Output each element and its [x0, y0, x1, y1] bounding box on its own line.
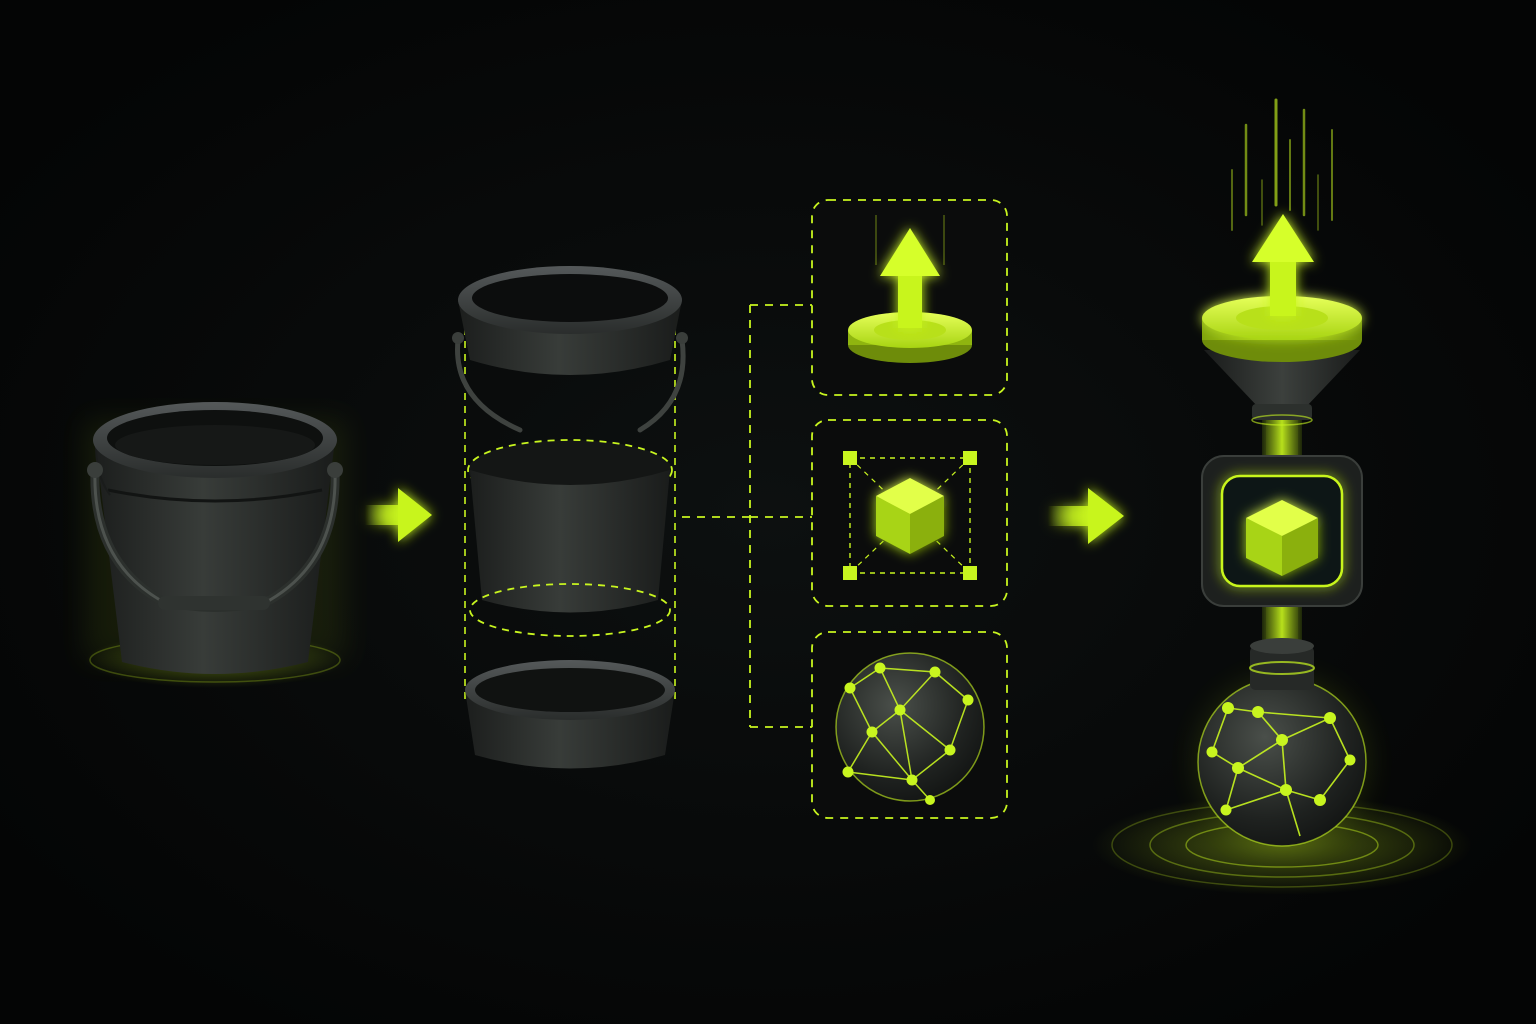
- bucket-base-part: [465, 660, 675, 769]
- pipeline-funnel-part: [1204, 350, 1360, 426]
- upload-panel: [811, 199, 1008, 396]
- arrow-right-icon: [1048, 488, 1124, 544]
- bucket-rim-part: [452, 266, 688, 433]
- pipeline-globe-part: [1196, 676, 1368, 848]
- stacked-pipeline-icon: [1092, 98, 1472, 895]
- dashed-connectors: [682, 304, 812, 728]
- pipeline-cube-part: [1201, 455, 1363, 607]
- globe-network-icon: [835, 652, 985, 805]
- upload-arrow-icon: [848, 215, 972, 363]
- network-panel: [811, 631, 1008, 819]
- cube-icon: [843, 451, 977, 580]
- bucket-body-part: [467, 439, 673, 637]
- bucket-icon: [85, 402, 345, 688]
- pipeline-upload-part: [1202, 214, 1362, 362]
- arrow-right-icon: [365, 488, 432, 542]
- object-panel: [811, 419, 1008, 607]
- exploded-bucket-icon: [452, 266, 688, 769]
